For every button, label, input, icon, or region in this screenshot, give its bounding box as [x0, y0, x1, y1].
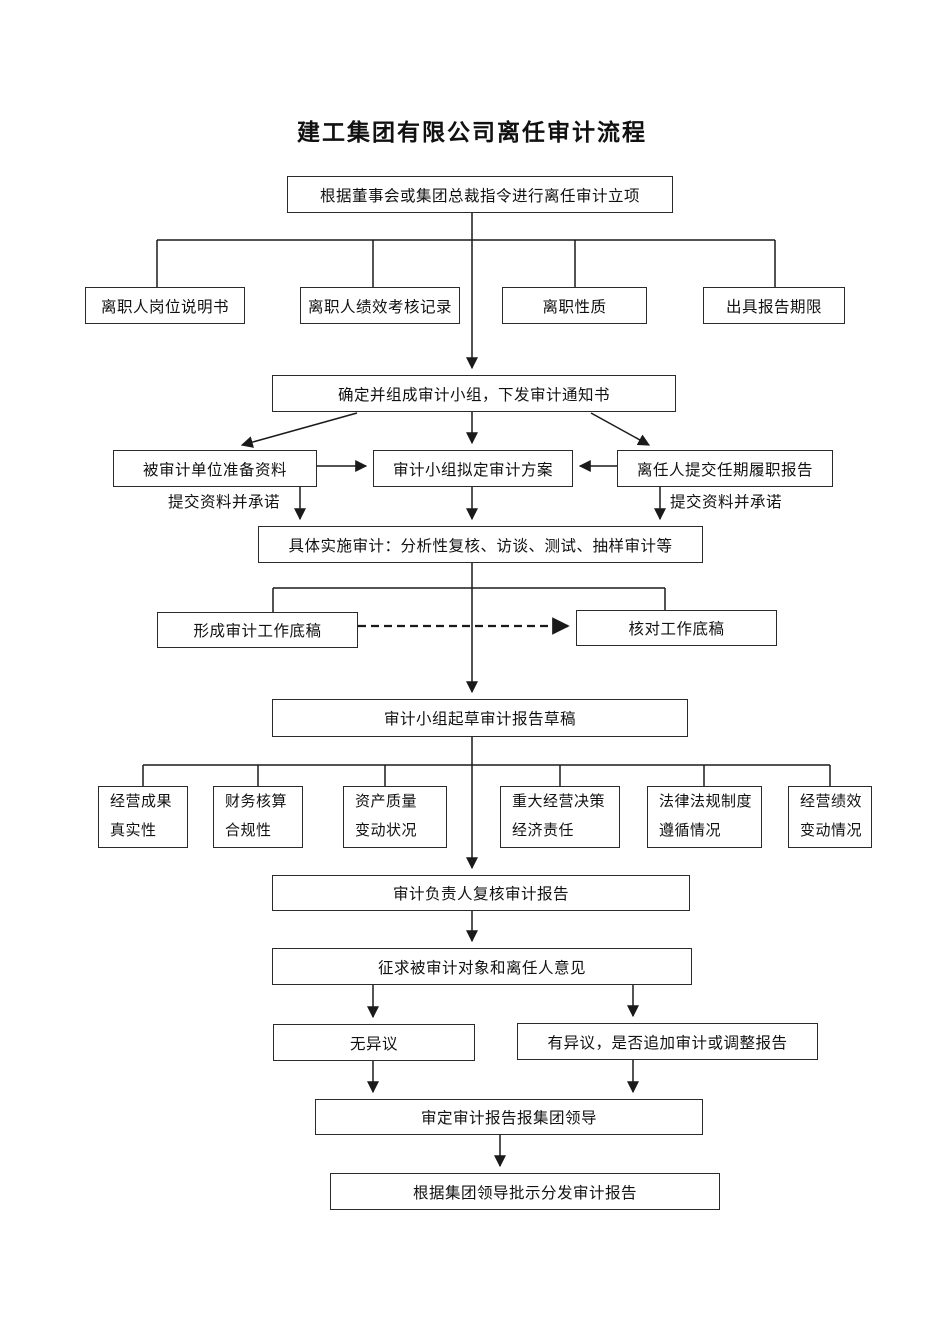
node-auditee-prepare: 被审计单位准备资料: [113, 450, 317, 487]
node-form-papers: 形成审计工作底稿: [157, 612, 358, 648]
aspect-line-1: 经营绩效: [800, 793, 863, 810]
aspect-line-1: 法律法规制度: [659, 793, 753, 810]
node-departure-nature: 离职性质: [502, 287, 647, 324]
node-check-papers: 核对工作底稿: [576, 610, 777, 646]
aspect-line-2: 合规性: [225, 823, 272, 839]
aspect-line-2: 经济责任: [512, 823, 575, 839]
node-no-objection: 无异议: [273, 1024, 475, 1061]
node-performance-record: 离职人绩效考核记录: [300, 287, 460, 324]
node-leaver-report: 离任人提交任期履职报告: [617, 450, 833, 487]
node-aspect-performance-change: 经营绩效 变动情况: [788, 786, 872, 848]
node-draft-report: 审计小组起草审计报告草稿: [272, 699, 688, 737]
node-aspect-asset-quality: 资产质量 变动状况: [343, 786, 447, 848]
aspect-line-2: 遵循情况: [659, 823, 722, 839]
aspect-line-1: 重大经营决策: [512, 793, 606, 810]
aspect-line-1: 经营成果: [110, 793, 173, 810]
node-aspect-operating-results: 经营成果 真实性: [98, 786, 188, 848]
node-report-deadline: 出具报告期限: [703, 287, 845, 324]
node-objection: 有异议，是否追加审计或调整报告: [517, 1023, 818, 1060]
node-distribute-report: 根据集团领导批示分发审计报告: [330, 1173, 720, 1210]
aspect-line-2: 变动状况: [355, 823, 418, 839]
node-aspect-major-decisions: 重大经营决策 经济责任: [500, 786, 620, 848]
node-finalize-report: 审定审计报告报集团领导: [315, 1099, 703, 1135]
node-aspect-financial-accounting: 财务核算 合规性: [213, 786, 303, 848]
node-initiate: 根据董事会或集团总裁指令进行离任审计立项: [287, 176, 673, 213]
label-submit-promise-left: 提交资料并承诺: [168, 490, 281, 512]
node-aspect-law-compliance: 法律法规制度 遵循情况: [647, 786, 762, 848]
label-submit-promise-right: 提交资料并承诺: [670, 490, 783, 512]
page-title: 建工集团有限公司离任审计流程: [297, 120, 647, 145]
node-job-description: 离职人岗位说明书: [85, 287, 245, 324]
node-review-report: 审计负责人复核审计报告: [272, 875, 690, 911]
aspect-line-1: 财务核算: [225, 793, 288, 810]
node-solicit-opinions: 征求被审计对象和离任人意见: [272, 948, 692, 985]
aspect-line-2: 真实性: [110, 823, 157, 839]
aspect-line-2: 变动情况: [800, 823, 863, 839]
node-draft-plan: 审计小组拟定审计方案: [373, 450, 573, 487]
aspect-line-1: 资产质量: [355, 793, 418, 810]
node-form-team: 确定并组成审计小组，下发审计通知书: [272, 375, 676, 412]
node-implement: 具体实施审计：分析性复核、访谈、测试、抽样审计等: [258, 526, 703, 563]
